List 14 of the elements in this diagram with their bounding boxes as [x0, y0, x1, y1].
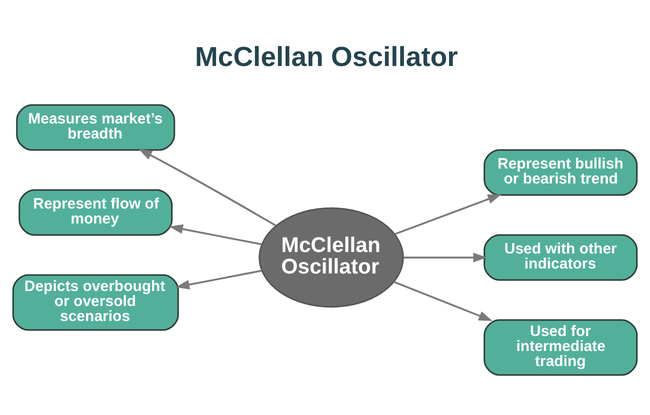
node-box: Measures market’s breadth	[16, 104, 176, 151]
arrow	[138, 148, 276, 226]
arrow	[394, 280, 493, 321]
arrow	[404, 252, 487, 262]
node-box: Used for intermediate trading	[484, 319, 638, 376]
node-box: Used with other indicators	[484, 234, 638, 281]
arrow	[394, 194, 502, 235]
node-box: Represent flow of money	[18, 189, 173, 236]
arrow	[176, 270, 262, 290]
diagram-title: McClellan Oscillator	[195, 40, 458, 72]
node-box: Depicts overbought or oversold scenarios	[12, 274, 179, 331]
node-ellipse: McClellan Oscillator	[258, 207, 404, 308]
node-box: Represent bullish or bearish trend	[484, 149, 638, 196]
arrow	[169, 224, 262, 246]
